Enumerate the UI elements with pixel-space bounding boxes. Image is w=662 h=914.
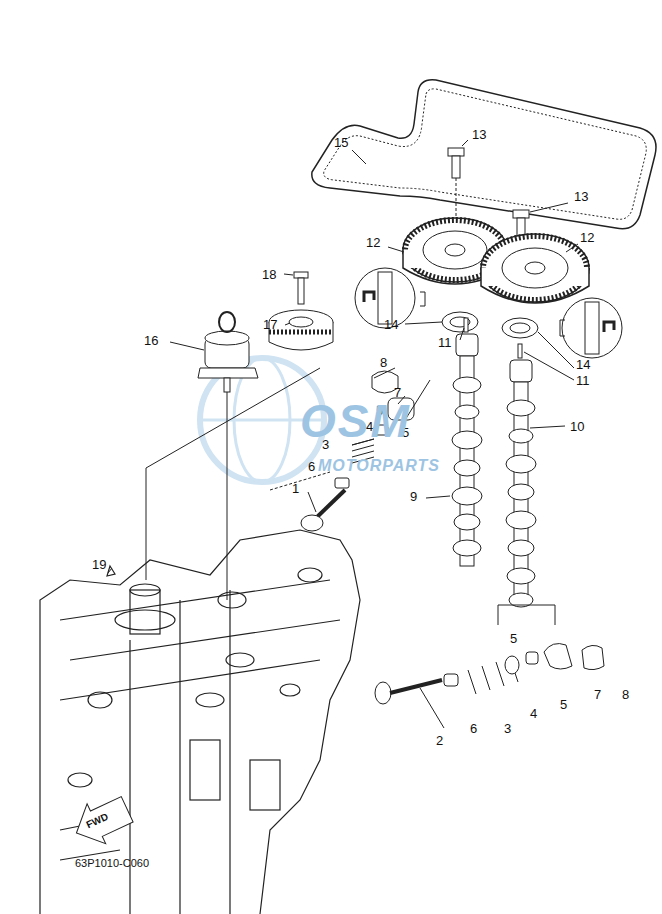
callout-number: 14 [384,318,398,331]
callout-number: 17 [263,318,277,331]
callout-number: 12 [366,236,380,249]
callout-number: 13 [574,190,588,203]
callout-number: 10 [570,420,584,433]
callout-number: 6 [308,460,315,473]
callout-number: 4 [530,707,537,720]
callout-number: 6 [470,722,477,735]
callout-number: 16 [144,334,158,347]
callout-number: 3 [504,722,511,735]
valve-train [270,371,430,531]
callout-number: 15 [334,136,348,149]
watermark: OSM [300,398,411,444]
belt-tensioner [198,272,333,392]
fwd-arrow [67,789,136,853]
callout-number: 8 [380,356,387,369]
callout-number: 12 [580,231,594,244]
callout-number: 19 [92,558,106,571]
callout-number: 11 [576,374,590,387]
oil-seal [355,268,622,358]
timing-belt [312,80,656,229]
cam-sprocket [403,218,589,303]
callout-number: 5 [510,632,517,645]
callout-number: 9 [410,490,417,503]
camshaft [452,318,536,607]
callout-number: 18 [262,268,276,281]
leader-line [108,140,578,728]
callout-number: 11 [438,336,452,349]
watermark: MOTORPARTS [318,458,440,474]
callout-number: 1 [292,482,299,495]
callout-number: 13 [472,128,486,141]
callout-number: 2 [436,734,443,747]
callout-number: 7 [594,688,601,701]
callout-number: 14 [576,358,590,371]
valve-train [375,605,604,704]
cylinder-head [40,530,360,914]
callout-number: 5 [560,698,567,711]
callout-number: 8 [622,688,629,701]
diagram-code: 63P1010-C060 [75,858,149,869]
